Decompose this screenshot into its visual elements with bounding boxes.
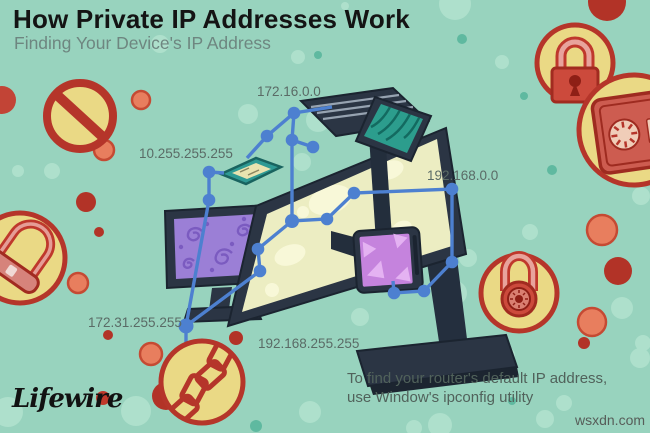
- lifewire-logo: Lifewire: [12, 384, 123, 414]
- ip-label-laptop: 172.16.0.0: [257, 84, 321, 99]
- network-node: [347, 186, 361, 200]
- network-node: [387, 286, 401, 300]
- tip-line-2: use Window's ipconfig utility: [347, 389, 534, 406]
- u-lock-icon: [0, 210, 68, 306]
- watermark: wsxdn.com: [575, 412, 646, 428]
- tablet-illustration: [331, 226, 424, 294]
- ip-label-right-tablet: 192.168.0.0: [427, 168, 499, 183]
- network-node: [306, 140, 320, 154]
- network-node: [202, 165, 216, 179]
- combination-lock-icon: [478, 251, 560, 334]
- network-node: [320, 212, 334, 226]
- network-node: [178, 318, 194, 334]
- tip-text: To find your router's default IP address…: [347, 369, 607, 407]
- network-node: [417, 284, 431, 298]
- network-node: [285, 214, 299, 228]
- network-node: [260, 129, 274, 143]
- page-subtitle: Finding Your Device's IP Address: [14, 33, 271, 53]
- network-node: [251, 242, 265, 256]
- network-node: [253, 264, 267, 278]
- safe-icon: [576, 72, 650, 188]
- stylus: [412, 235, 420, 276]
- ip-label-flat-tablet: 10.255.255.255: [139, 146, 233, 161]
- network-node: [202, 193, 216, 207]
- chain-icon: [158, 338, 246, 426]
- ip-label-left-node: 172.31.255.255: [88, 315, 182, 330]
- tip-line-1: To find your router's default IP address…: [347, 370, 608, 387]
- network-node: [445, 182, 459, 196]
- laptop-illustration: [298, 86, 433, 257]
- page-title: How Private IP Addresses Work: [13, 4, 410, 34]
- no-entry-icon: [43, 79, 117, 153]
- network-node: [285, 133, 299, 147]
- network-node: [287, 106, 301, 120]
- flat-tablet-illustration: [217, 156, 285, 186]
- padlock-icon: [534, 22, 616, 104]
- ip-label-monitor: 192.168.255.255: [258, 336, 360, 351]
- network-nodes: [178, 106, 459, 334]
- network-node: [445, 255, 459, 269]
